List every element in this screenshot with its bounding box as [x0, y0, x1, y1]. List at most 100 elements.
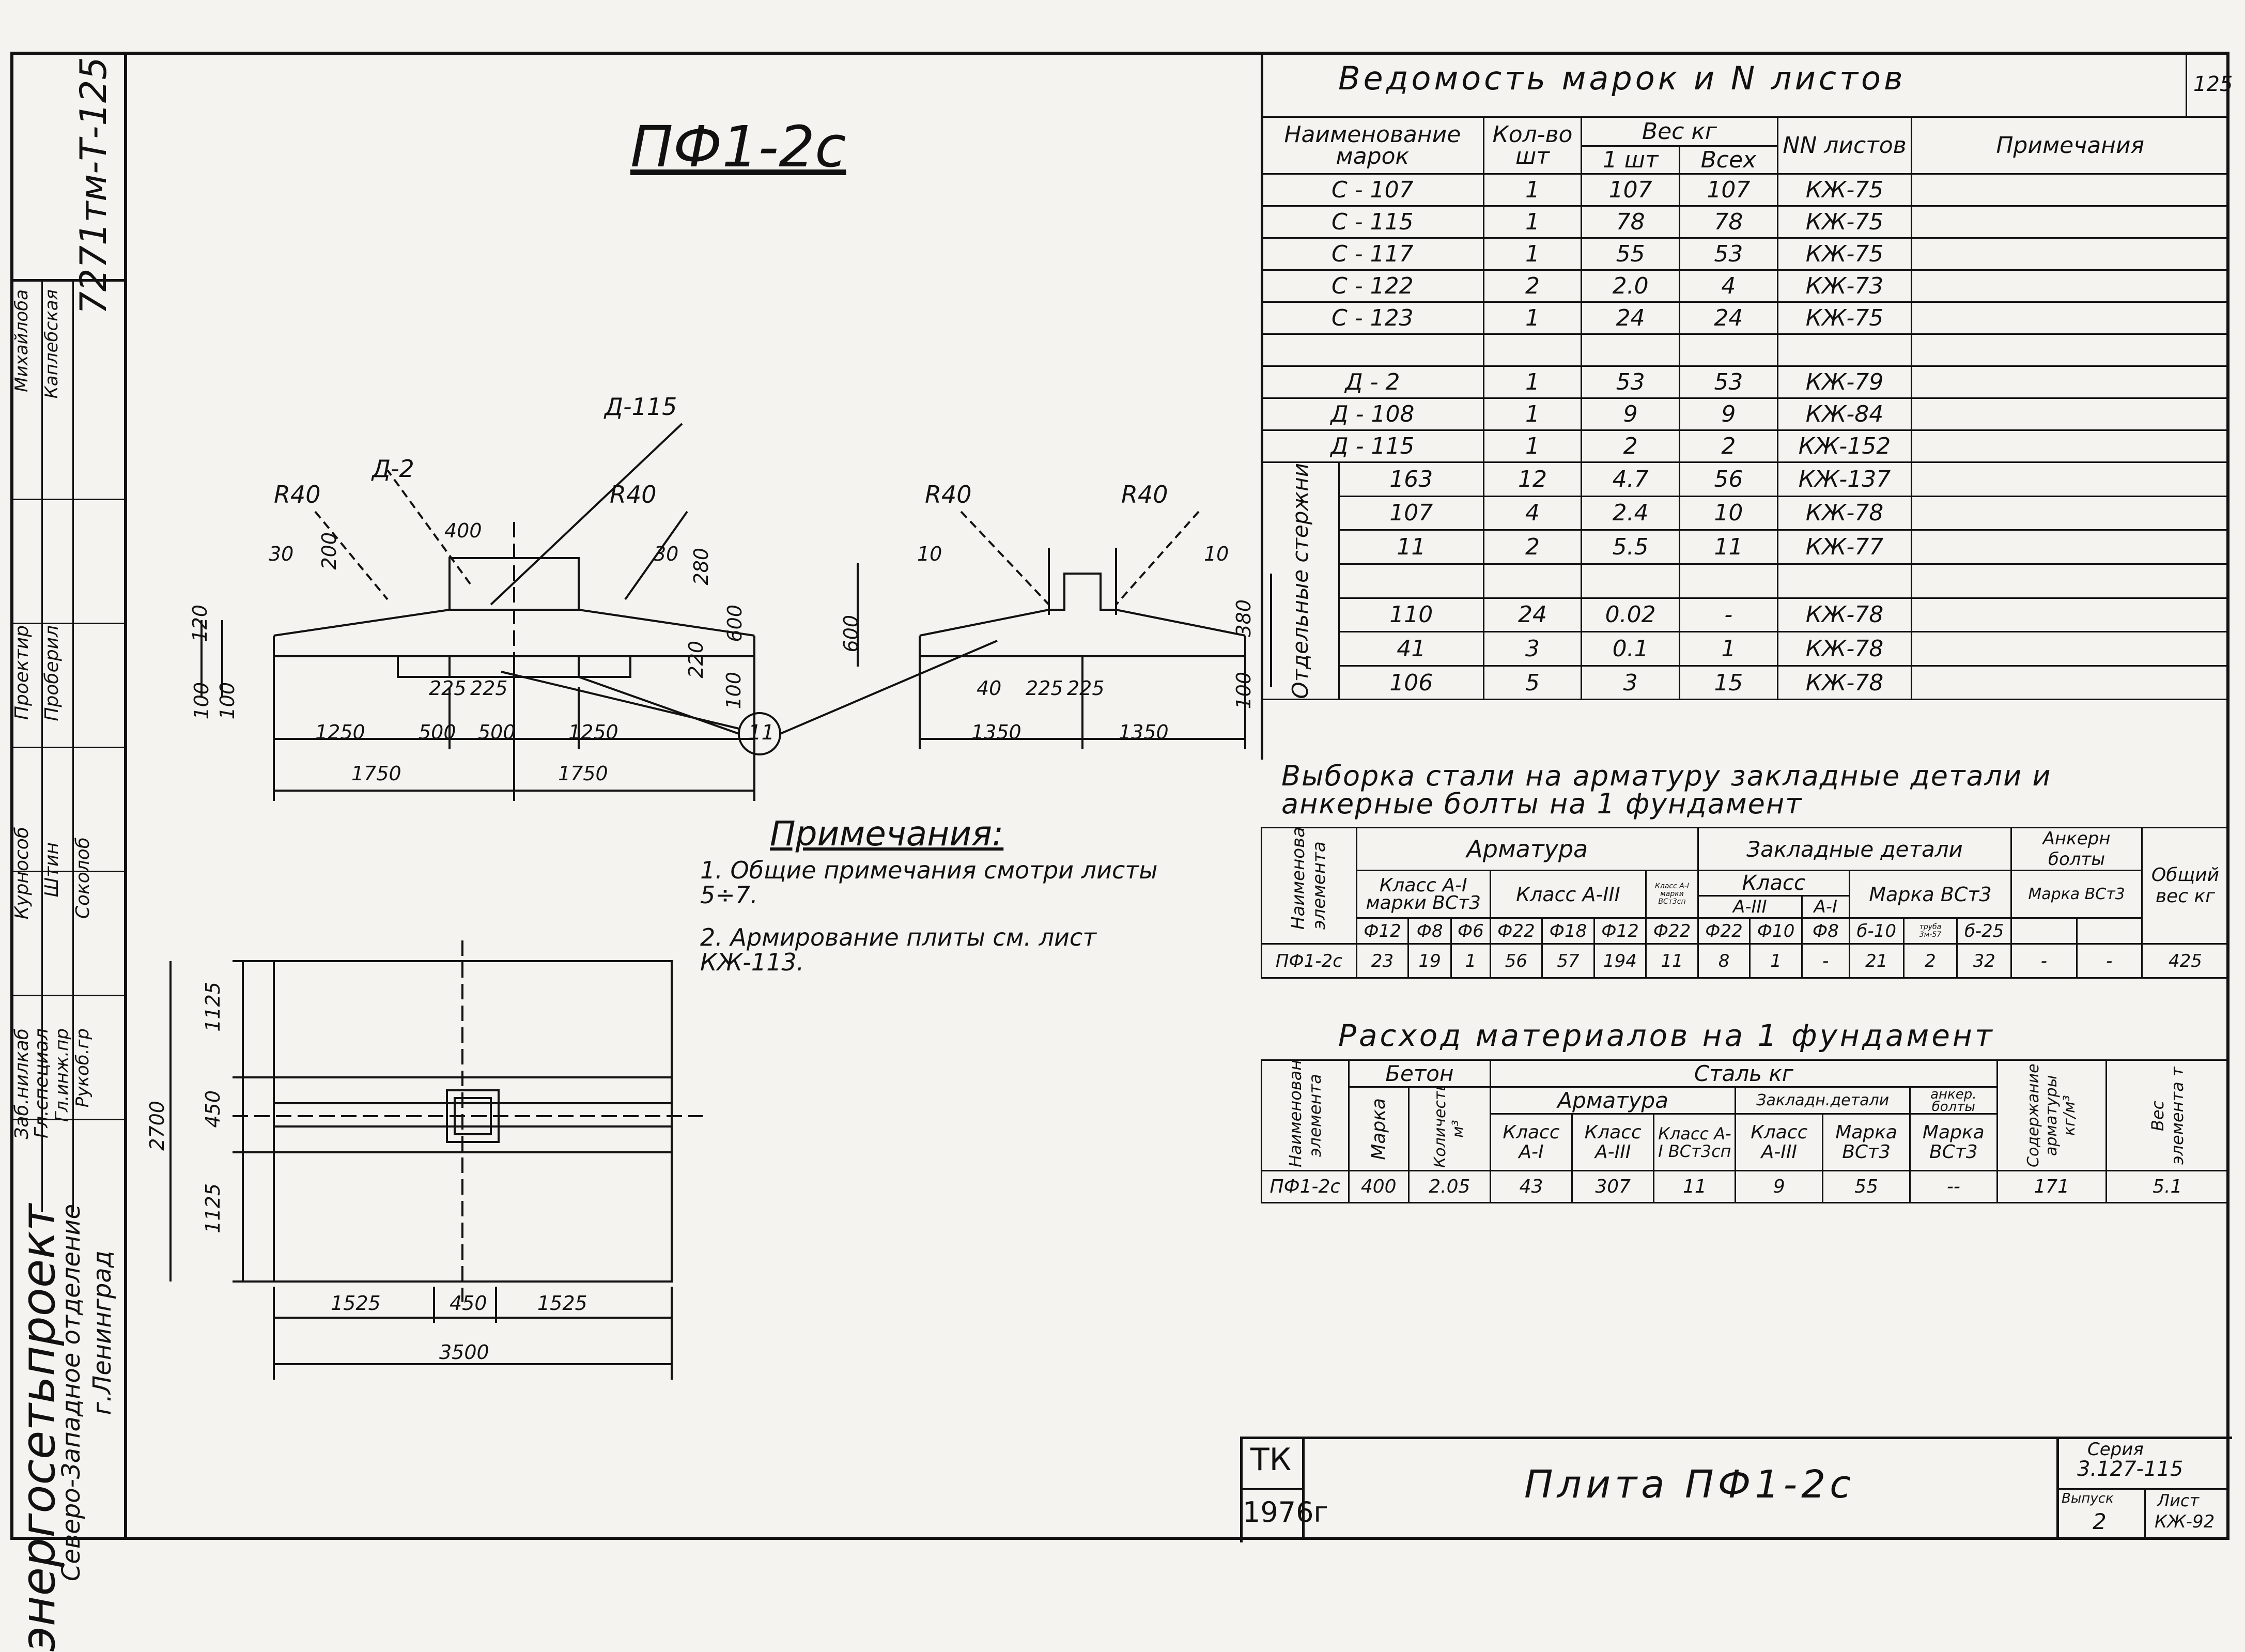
dim-plan-1525b: 1525	[537, 1292, 587, 1315]
left-border-strip	[10, 52, 124, 1540]
role-4: Курнособ	[11, 827, 33, 920]
mat-hdr-brand: Марка	[1348, 1086, 1410, 1171]
dim-r225a: 225	[1026, 677, 1063, 700]
hdr-qty: Кол-во шт	[1482, 116, 1583, 175]
stamp-series: 3.127-115	[2077, 1457, 2184, 1481]
mat-hdr-concrete: Бетон	[1348, 1059, 1491, 1088]
role-6: Соколоб	[72, 837, 94, 919]
label-r40-c: R40	[925, 481, 972, 508]
label-d2: Д-2	[372, 455, 414, 483]
dim-220: 220	[685, 641, 707, 678]
steel-hdr-class-a3: А-III	[1697, 895, 1803, 919]
steel-hdr-a1: Класс А-I марки ВСт3	[1355, 870, 1491, 919]
dim-280: 280	[690, 548, 713, 585]
steel-hdr-a3: Класс А-III	[1489, 870, 1647, 919]
dim-1750b: 1750	[558, 762, 608, 785]
role-0: Заб.нилкаб	[11, 1028, 33, 1139]
stamp-name: Плита ПФ1-2с	[1524, 1462, 1855, 1507]
notes-heading: Примечания:	[770, 814, 1004, 854]
dim-plan-450: 450	[202, 1090, 224, 1128]
dim-r1350b: 1350	[1119, 721, 1169, 744]
hdr-1pc: 1 шт	[1581, 145, 1680, 175]
stamp-sheet-label: Лист	[2157, 1491, 2200, 1510]
mat-hdr-steel: Сталь кг	[1489, 1059, 1998, 1088]
dim-plan-1125a: 1125	[202, 982, 224, 1032]
mat-hdr-embedded: Закладн.детали	[1735, 1086, 1911, 1115]
dim-200: 200	[318, 532, 340, 570]
dim-plan-1525a: 1525	[331, 1292, 381, 1315]
material-table-title: Расход материалов на 1 фундамент	[1338, 1018, 1995, 1053]
steel-hdr-brand: Марка ВСт3	[1848, 870, 2012, 919]
mat-hdr-content: Содержание арматуры кг/м³	[1996, 1059, 2107, 1171]
dim-plan-2700: 2700	[146, 1101, 168, 1151]
role-5: Штин	[41, 842, 63, 898]
dim-plan-3500: 3500	[439, 1341, 489, 1364]
label-r40-d: R40	[1121, 481, 1168, 508]
mat-hdr-anchor: анкер. болты	[1909, 1086, 1998, 1115]
mat-hdr-element: Наименование элемента	[1261, 1059, 1350, 1171]
drawing-code: 7271тм-Т-125	[72, 57, 115, 315]
stamp-tk: ТК	[1250, 1442, 1292, 1478]
table-row	[1261, 333, 2229, 367]
callout-11: 11	[748, 721, 775, 745]
dim-100b: 100	[190, 682, 213, 720]
steel-hdr-rebar: Арматура	[1355, 827, 1699, 871]
stamp-issue: 2	[2093, 1509, 2107, 1534]
role-1: Гл.специал	[31, 1028, 52, 1138]
role-7: Проектир	[11, 625, 33, 720]
stamp-series-label: Серия	[2087, 1439, 2144, 1460]
side-label: Отдельные стержни	[1261, 461, 1340, 701]
dim-225a: 225	[429, 677, 467, 700]
steel-table: Наименование элемента Арматура Закладные…	[1261, 827, 2230, 979]
steel-hdr-embedded: Закладные детали	[1697, 827, 2012, 871]
dim-r380: 380	[1232, 599, 1255, 637]
dim-120: 120	[189, 605, 211, 642]
stamp-issue-label: Выпуск	[2062, 1491, 2114, 1506]
role-3: Рукоб.гр	[72, 1028, 93, 1108]
material-table: Наименование элемента Бетон Сталь кг Сод…	[1261, 1059, 2230, 1203]
steel-hdr-a1sp: Класс А-I марки ВСт3сп	[1645, 870, 1699, 919]
section-drawings	[200, 423, 1272, 801]
org-city: г.Ленинград	[88, 1250, 117, 1415]
role-2: Гл.инж.пр	[52, 1028, 72, 1122]
stamp-year: 1976г	[1243, 1496, 1328, 1529]
table-row	[1262, 563, 2229, 599]
drawing-frame	[124, 52, 2229, 1540]
label-r40-b: R40	[610, 481, 657, 508]
dim-100a: 100	[722, 672, 745, 709]
role-10: Каплебская	[41, 289, 62, 399]
dim-100c: 100	[216, 682, 239, 720]
note-1: 1. Общие примечания смотри листы 5÷7.	[700, 856, 1158, 909]
label-d115: Д-115	[605, 393, 677, 421]
label-r40-a: R40	[274, 481, 321, 508]
marks-table-sheet: 125	[2193, 72, 2233, 96]
dim-1750a: 1750	[351, 762, 401, 785]
steel-hdr-anchor: Анкерн болты	[2010, 827, 2143, 871]
dim-30b: 30	[654, 543, 679, 565]
hdr-all: Всех	[1679, 145, 1778, 175]
steel-hdr-class-a1: А-I	[1801, 895, 1850, 919]
dim-plan-450b: 450	[450, 1292, 487, 1315]
dim-r40: 40	[977, 677, 1002, 700]
mat-hdr-rebar: Арматура	[1489, 1086, 1737, 1115]
marks-table: Наименование марок Кол-во шт Вес кг NN л…	[1261, 116, 2229, 701]
dim-r1350a: 1350	[971, 721, 1021, 744]
hdr-sheets: NN листов	[1776, 116, 1913, 175]
dim-30a: 30	[269, 543, 294, 565]
dim-r225b: 225	[1067, 677, 1105, 700]
dim-225b: 225	[470, 677, 508, 700]
plan-view	[169, 940, 703, 1380]
steel-table-title: Выборка стали на арматуру закладные дета…	[1281, 760, 2052, 820]
